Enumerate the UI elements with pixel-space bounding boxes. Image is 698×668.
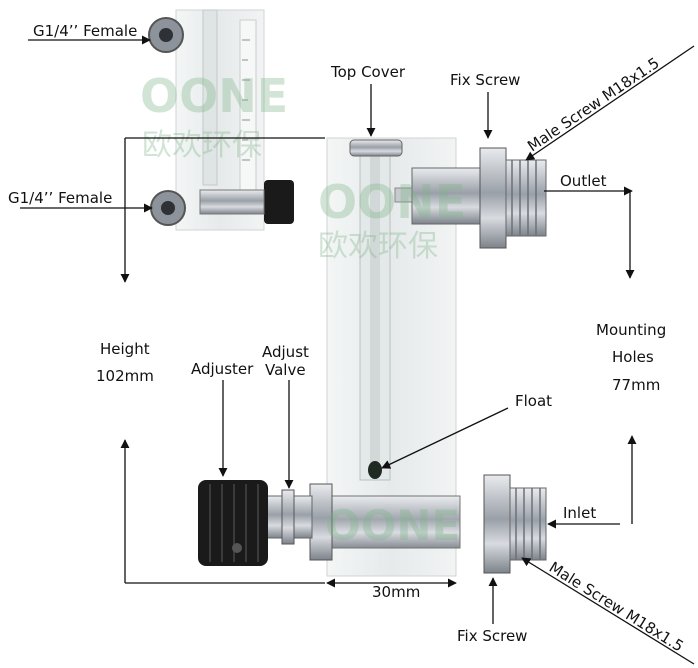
label-width: 30mm bbox=[372, 583, 420, 601]
adjust-valve-ring bbox=[281, 489, 295, 545]
inset-flowmeter-image bbox=[148, 9, 294, 231]
label-height-1: Height bbox=[100, 340, 150, 358]
inlet-hex-nut bbox=[483, 474, 511, 574]
watermark: OONE 欧欢环保 OONE 欧欢环保 OONE bbox=[140, 69, 466, 550]
outlet-hex-nut bbox=[479, 147, 507, 249]
main-flowmeter-image bbox=[198, 137, 547, 577]
label-float: Float bbox=[515, 392, 552, 410]
leader-float bbox=[381, 407, 509, 469]
leader-male-screw-bottom bbox=[521, 557, 695, 665]
leader-male-screw-top bbox=[525, 45, 695, 161]
inset-knob-icon bbox=[264, 180, 294, 224]
dimension-lines bbox=[120, 137, 637, 588]
inlet-thread-lines bbox=[515, 488, 541, 560]
label-fix-screw-top: Fix Screw bbox=[450, 71, 520, 89]
label-g14-top: G1/4’’ Female bbox=[33, 22, 137, 40]
inset-scale-ticks bbox=[242, 39, 250, 161]
label-mounting-1: Mounting bbox=[596, 321, 666, 339]
outlet-thread-lines bbox=[511, 160, 537, 236]
outlet-body bbox=[411, 167, 483, 225]
inset-bottom-fitting bbox=[199, 189, 265, 215]
inner-bore bbox=[370, 155, 380, 475]
leader-lines bbox=[20, 35, 695, 665]
inlet-body bbox=[329, 495, 461, 549]
label-adjust-valve-1: Adjust bbox=[262, 343, 309, 361]
top-cover-cap bbox=[349, 139, 403, 157]
label-height-2: 102mm bbox=[96, 367, 154, 385]
watermark-logo-bottom: OONE bbox=[325, 501, 460, 550]
inset-port-bottom-hole bbox=[161, 201, 175, 215]
label-inlet: Inlet bbox=[563, 504, 596, 522]
label-male-screw-bottom: Male Screw M18x1.5 bbox=[546, 558, 687, 655]
label-top-cover: Top Cover bbox=[330, 63, 406, 81]
watermark-logo-main: OONE bbox=[318, 175, 466, 229]
watermark-chinese-inset: 欧欢环保 bbox=[142, 128, 262, 163]
watermark-logo-inset: OONE bbox=[140, 69, 288, 123]
label-male-screw-top: Male Screw M18x1.5 bbox=[524, 54, 663, 156]
label-fix-screw-bottom: Fix Screw bbox=[457, 627, 527, 645]
label-g14-mid: G1/4’’ Female bbox=[8, 189, 112, 207]
inset-tube bbox=[202, 9, 218, 186]
label-mounting-2: Holes bbox=[612, 348, 654, 366]
label-mounting-3: 77mm bbox=[612, 376, 660, 394]
float-icon bbox=[368, 461, 382, 479]
label-adjuster: Adjuster bbox=[191, 360, 254, 378]
inset-port-top-hole bbox=[159, 28, 173, 42]
adjuster-screw-icon bbox=[232, 543, 242, 553]
label-adjust-valve-2: Valve bbox=[265, 361, 306, 379]
label-outlet: Outlet bbox=[560, 172, 607, 190]
watermark-chinese-main: 欧欢环保 bbox=[318, 229, 438, 264]
